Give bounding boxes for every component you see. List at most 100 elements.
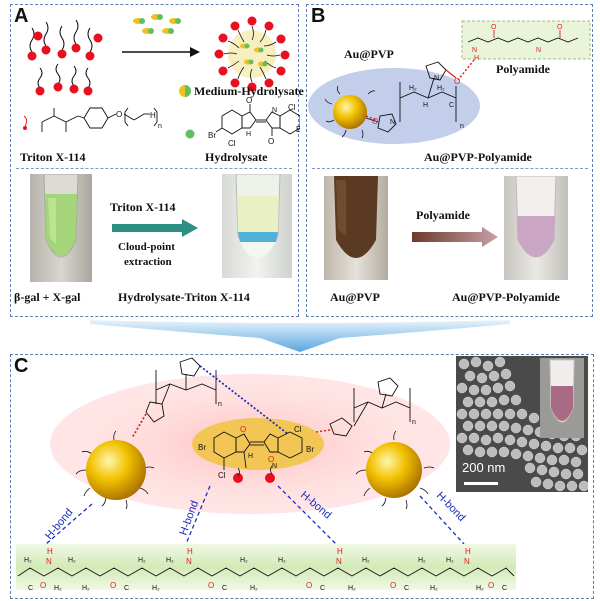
polyamide-label: Polyamide	[496, 62, 550, 76]
svg-text:H: H	[47, 547, 53, 556]
svg-text:H₂: H₂	[348, 585, 356, 592]
gold-nanoparticle-c-right	[366, 442, 422, 498]
medium-hydrolysate-label: Medium-Hydrolysate	[194, 84, 304, 98]
svg-text:H₂: H₂	[409, 85, 417, 92]
polyamide-chain-band	[16, 544, 516, 590]
svg-text:H₂: H₂	[278, 557, 286, 564]
svg-text:H₂: H₂	[82, 585, 90, 592]
svg-text:C: C	[502, 585, 507, 592]
svg-text:H: H	[337, 547, 343, 556]
svg-text:O: O	[306, 581, 312, 590]
panel-c-scheme: n n Br Br Cl Cl O O H N	[16, 357, 516, 592]
svg-text:H: H	[150, 111, 156, 120]
svg-text:n: n	[460, 123, 464, 130]
svg-text:N: N	[390, 119, 395, 126]
svg-text:H₂: H₂	[418, 557, 426, 564]
svg-text:H₂: H₂	[430, 585, 438, 592]
sem-inset	[456, 356, 588, 492]
svg-text:Cl: Cl	[218, 471, 226, 480]
panel-a-micelle-scheme: O H n Br Cl Cl O O H N Br	[23, 14, 300, 148]
svg-text:H: H	[423, 102, 428, 109]
free-surfactants	[27, 19, 103, 96]
panel-b-scheme: O O N N H O O N N H₂ H₂ H C n	[308, 20, 591, 144]
svg-text:Br: Br	[198, 443, 206, 452]
svg-text:Cl: Cl	[228, 139, 236, 148]
product-label: Au@PVP-Polyamide	[424, 150, 532, 164]
svg-text:H: H	[187, 547, 193, 556]
svg-text:n: n	[412, 419, 416, 426]
svg-text:C: C	[124, 585, 129, 592]
svg-text:H₂: H₂	[54, 585, 62, 592]
svg-text:H₂: H₂	[24, 557, 32, 564]
svg-text:C: C	[222, 585, 227, 592]
aupvp-label: Au@PVP	[344, 47, 394, 61]
svg-text:N: N	[272, 463, 277, 470]
svg-text:H₂: H₂	[240, 557, 248, 564]
svg-text:O: O	[372, 117, 378, 126]
svg-text:H₂: H₂	[476, 585, 484, 592]
gold-nanoparticle-c-left	[86, 440, 146, 500]
svg-text:C: C	[404, 585, 409, 592]
transition-arrow	[90, 320, 510, 352]
tube-left-label-a: β-gal + X-gal	[14, 290, 81, 304]
svg-text:Cl: Cl	[294, 425, 302, 434]
svg-text:N: N	[46, 557, 52, 566]
triton-structure	[23, 107, 158, 132]
tube-photo-right	[222, 174, 292, 278]
svg-text:C: C	[28, 585, 33, 592]
svg-text:C: C	[320, 585, 325, 592]
tube-right-label-a: Hydrolysate-Triton X-114	[118, 290, 250, 304]
svg-text:H₂: H₂	[250, 585, 258, 592]
hydrolysate-dot	[185, 129, 195, 139]
svg-text:O: O	[246, 96, 252, 105]
tube-photo-aupvp	[324, 176, 388, 280]
svg-text:N: N	[434, 75, 439, 82]
svg-text:H₂: H₂	[437, 85, 445, 92]
svg-text:H: H	[465, 547, 471, 556]
svg-text:H₂: H₂	[446, 557, 454, 564]
panel-a-letter: A	[14, 5, 29, 27]
panel-a-arrow	[112, 219, 198, 237]
svg-text:H₂: H₂	[152, 585, 160, 592]
svg-text:N: N	[336, 557, 342, 566]
panel-b	[306, 4, 593, 317]
panel-b-arrow	[412, 227, 498, 247]
hydrolysate-label: Hydrolysate	[205, 150, 268, 164]
svg-text:O: O	[110, 581, 116, 590]
arrow-reagent-a: Triton X-114	[110, 200, 176, 214]
panel-a	[10, 4, 299, 317]
arrow-step-1: Cloud-point	[118, 241, 175, 253]
svg-text:H: H	[246, 131, 251, 138]
svg-text:H: H	[248, 453, 253, 460]
svg-text:O: O	[390, 581, 396, 590]
panel-a-divider	[16, 168, 292, 169]
arrow-step-2: extraction	[124, 256, 172, 268]
svg-text:Br: Br	[208, 131, 216, 140]
svg-text:H₂: H₂	[362, 557, 370, 564]
svg-text:H: H	[474, 55, 479, 62]
tube-photo-left	[30, 174, 92, 282]
panel-b-letter: B	[311, 5, 326, 27]
panel-b-divider	[312, 168, 588, 169]
arrow-reagent-b: Polyamide	[416, 208, 470, 222]
svg-text:N: N	[272, 107, 277, 114]
svg-text:O: O	[491, 24, 497, 31]
svg-text:H₂: H₂	[138, 557, 146, 564]
panel-c-letter: C	[14, 355, 29, 377]
gold-nanoparticle-b	[333, 95, 367, 129]
svg-text:n: n	[218, 401, 222, 408]
dye-particles	[133, 14, 181, 34]
svg-text:N: N	[186, 557, 192, 566]
svg-text:H₂: H₂	[166, 557, 174, 564]
svg-text:O: O	[557, 24, 563, 31]
svg-text:C: C	[449, 102, 454, 109]
svg-text:n: n	[158, 123, 162, 130]
svg-text:Cl: Cl	[288, 103, 296, 112]
indigo-structure-a	[215, 104, 300, 136]
panel-c	[10, 354, 594, 599]
tube-right-label-b: Au@PVP-Polyamide	[452, 290, 560, 304]
tube-photo-aupvp-polyamide	[504, 176, 568, 280]
svg-text:O: O	[454, 77, 460, 86]
svg-text:O: O	[116, 110, 122, 119]
svg-text:Br: Br	[296, 125, 300, 134]
